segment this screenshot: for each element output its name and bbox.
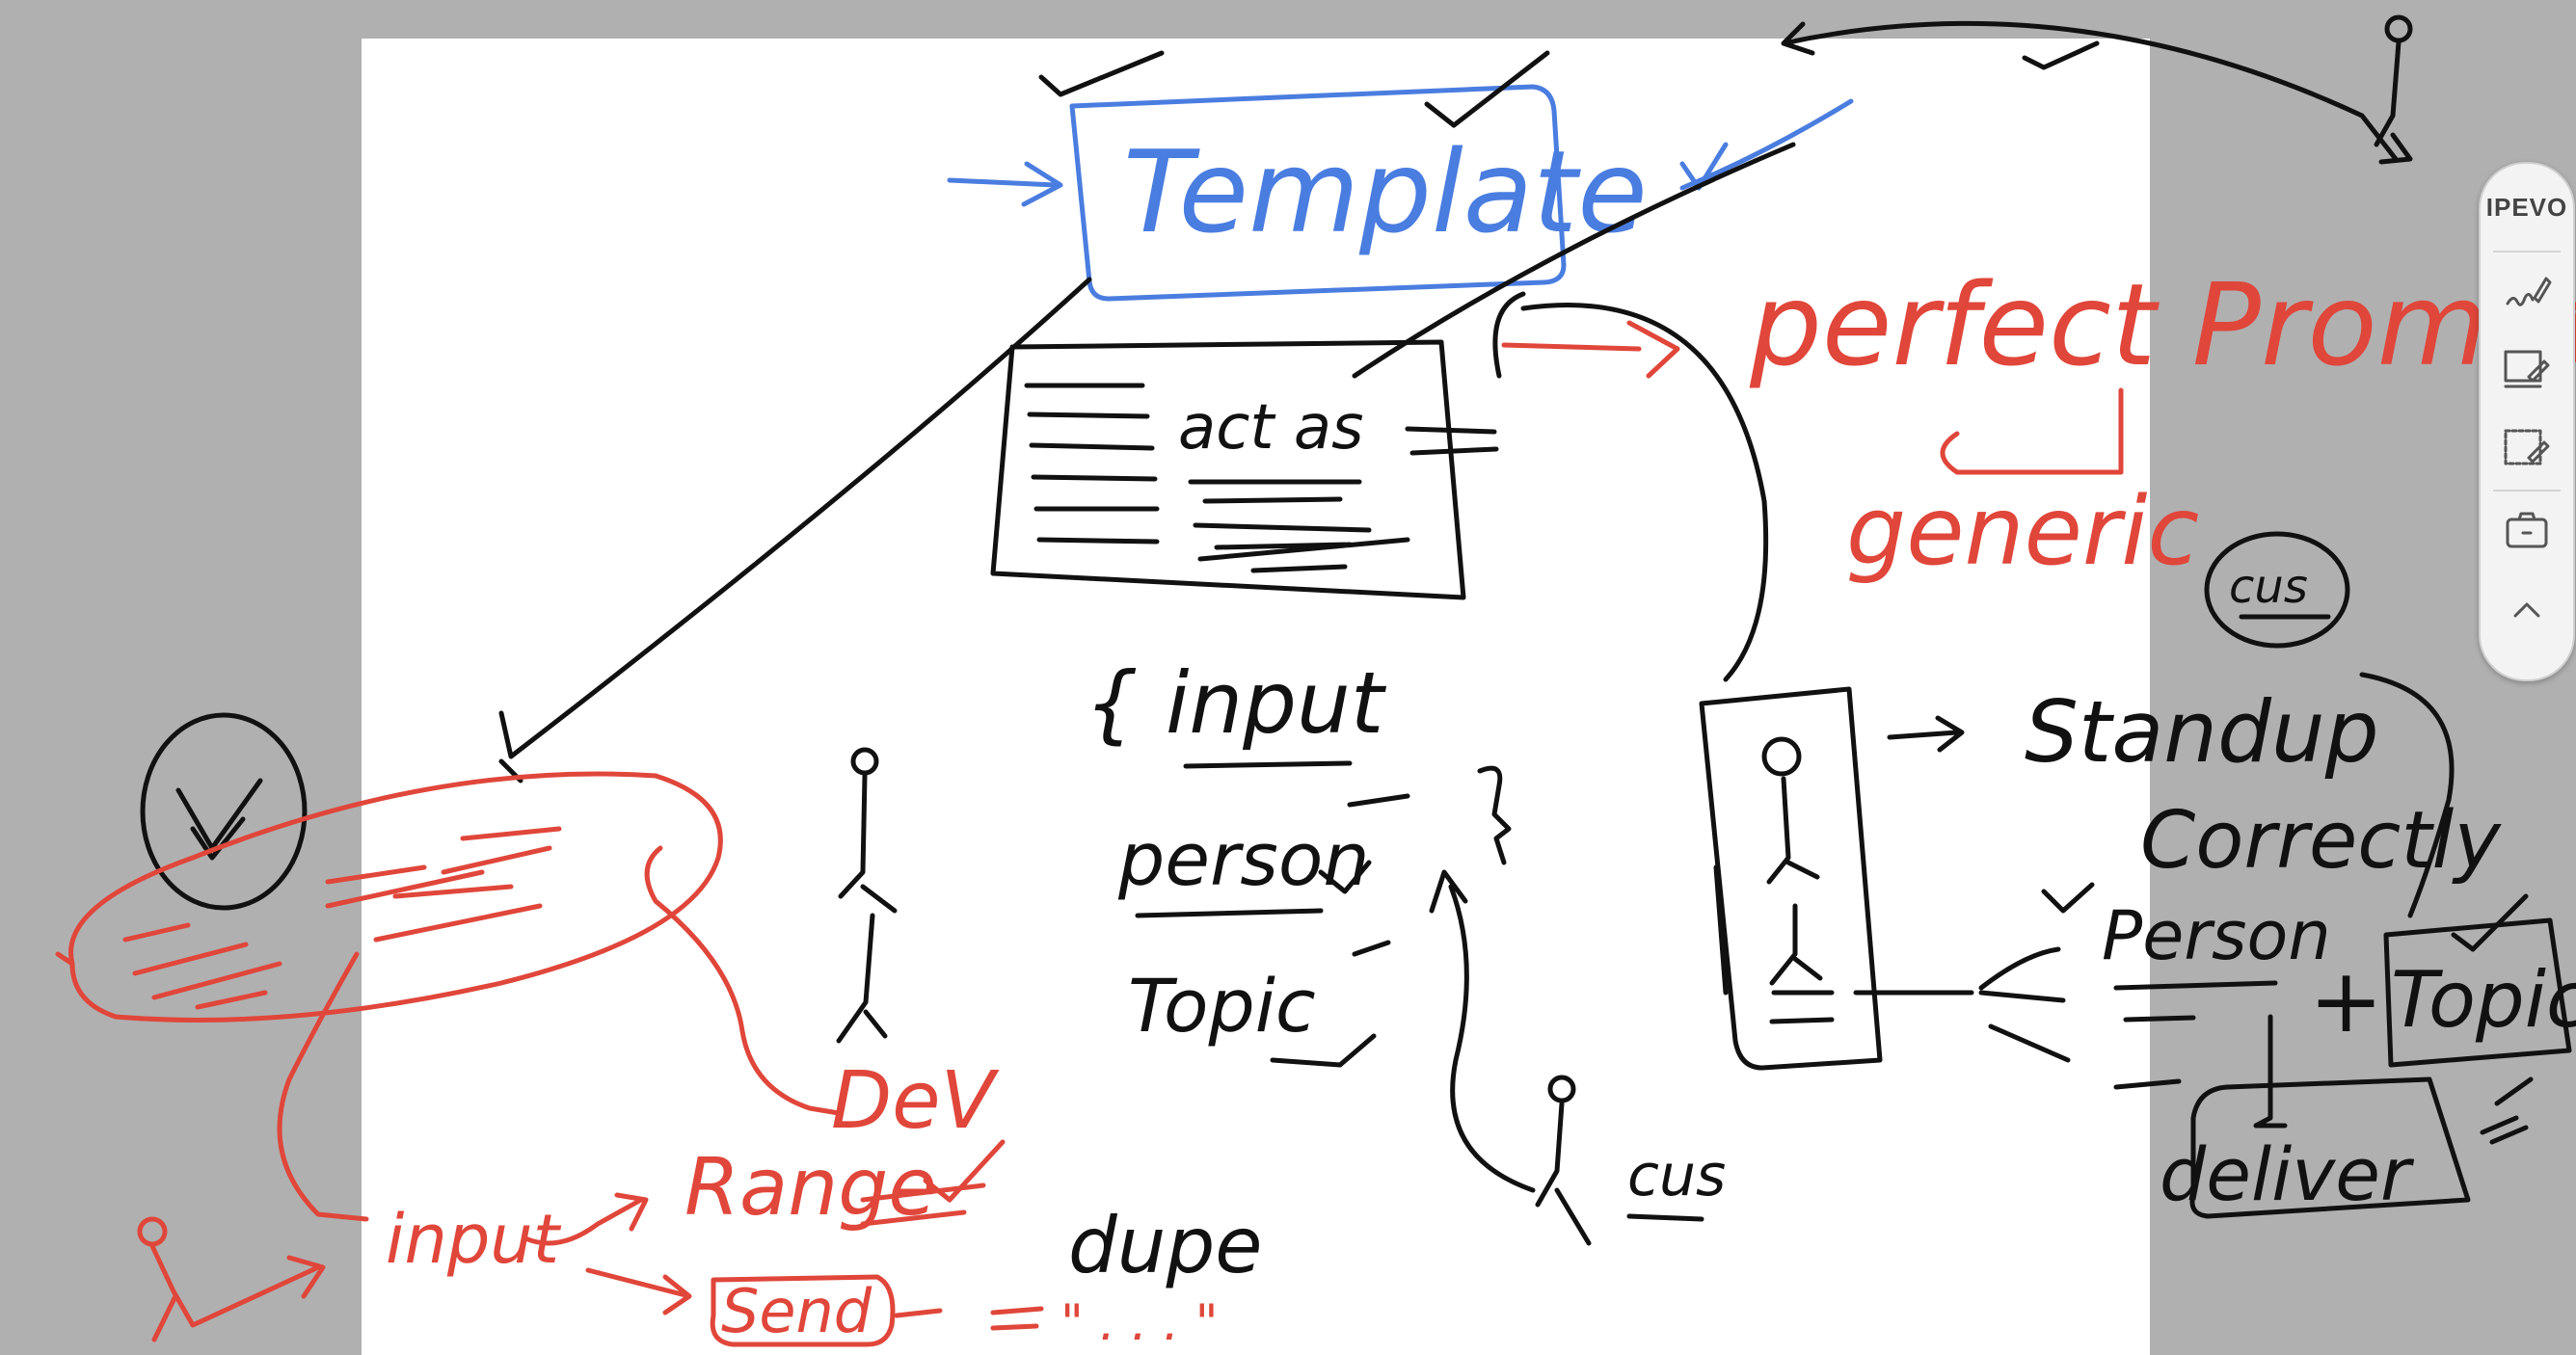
cus-figure-bottom: cus xyxy=(1535,1075,1726,1246)
camera-button[interactable] xyxy=(2481,492,2573,571)
topic-label: Topic xyxy=(1128,963,1316,1049)
dev-label: DeV xyxy=(831,1055,1000,1147)
perfect-prompt-bracket xyxy=(1940,387,2124,475)
capture-annotate-icon xyxy=(2504,429,2550,465)
input-to-send-arrow xyxy=(585,1267,692,1315)
perfect-prompt-arrow xyxy=(1501,320,1680,379)
toolbar-divider xyxy=(2493,251,2561,252)
red-bottom-flow: input Range Send " . . . " xyxy=(137,1139,1219,1352)
cus-circle-label: cus xyxy=(2229,560,2308,614)
dupe-label: dupe xyxy=(1068,1201,1262,1290)
input-to-range-arrow xyxy=(523,1192,649,1246)
standup-arrow xyxy=(1887,715,1965,753)
cus-circle-node: cus xyxy=(2204,531,2350,649)
cus-label: cus xyxy=(1627,1142,1726,1209)
toolbar-divider xyxy=(2493,490,2561,492)
generic-label: generic xyxy=(1846,477,2199,587)
send-label: Send xyxy=(721,1276,872,1346)
act-as-doc-lines-left xyxy=(1024,383,1160,545)
template-to-cus-line xyxy=(1492,291,1769,682)
perfect-prompt-node: perfect Prompt generic xyxy=(1501,258,2576,587)
red-ellipse-group: DeV xyxy=(55,771,1000,1222)
topic-check xyxy=(1270,940,1391,1068)
top-curve-arrow xyxy=(1781,20,2399,162)
range-check xyxy=(860,1139,1006,1227)
template-to-left-line xyxy=(498,277,1092,784)
check-mark-top-2 xyxy=(1424,50,1550,128)
ipevo-toolbar: IPEVO xyxy=(2479,162,2575,681)
cus-to-input-arrow xyxy=(1429,869,1536,1193)
deliver-box xyxy=(2189,1076,2471,1219)
collapse-toolbar-button[interactable] xyxy=(2481,571,2573,650)
check-mark-top-1 xyxy=(1038,50,1165,97)
whiteboard-annotate-icon xyxy=(2504,350,2550,388)
whiteboard-annotate-button[interactable] xyxy=(2481,332,2573,411)
quote-label: " . . . " xyxy=(1060,1294,1219,1352)
standup-fork xyxy=(1853,946,2071,1063)
person-to-deliver xyxy=(2253,1014,2288,1129)
send-arrow xyxy=(894,1306,1044,1331)
perfect-prompt-label: perfect Prompt xyxy=(1749,258,2576,391)
input-brace-label: { input xyxy=(1085,653,1387,753)
ipevo-brand: IPEVO xyxy=(2485,192,2568,222)
template-node: Template xyxy=(947,84,1854,302)
check-mark-top-3 xyxy=(2022,40,2100,70)
blue-check-mark xyxy=(1679,98,1854,191)
pen-tool-icon xyxy=(2506,277,2552,306)
input-brace-group: { input person Topic xyxy=(1085,653,1536,1193)
act-as-doc-box xyxy=(990,339,1466,600)
pen-tool-button[interactable] xyxy=(2481,252,2573,332)
dev-figure xyxy=(836,747,898,1044)
input-close-brace xyxy=(1477,765,1512,865)
red-ellipse xyxy=(68,771,723,1023)
person-label: person xyxy=(1117,816,1370,902)
person-figure-top-right xyxy=(2374,14,2413,165)
collapse-chevron-icon xyxy=(2513,602,2540,618)
standup-panel-box xyxy=(1699,686,1883,1071)
plus-label: + xyxy=(2309,949,2383,1052)
template-box xyxy=(1069,84,1567,302)
deliver-checks xyxy=(2480,1076,2534,1145)
topic-right-label: Topic xyxy=(2391,955,2576,1045)
template-to-right-line xyxy=(1352,142,1796,379)
equals-mark xyxy=(1405,426,1499,456)
person-right-label: Person xyxy=(2102,896,2331,975)
capture-annotate-button[interactable] xyxy=(2481,411,2573,490)
act-as-document: act as xyxy=(990,339,1499,600)
circled-check xyxy=(140,712,308,911)
red-loop-to-input xyxy=(277,951,369,1222)
act-as-doc-lines-right xyxy=(1188,479,1410,573)
standup-brace xyxy=(2359,672,2455,918)
person-check xyxy=(1135,860,1372,918)
correctly-label: Correctly xyxy=(2140,795,2502,887)
person-check-right xyxy=(2041,882,2095,914)
template-label: Template xyxy=(1123,125,1648,258)
template-arrow-in xyxy=(947,161,1063,207)
act-as-label: act as xyxy=(1178,392,1363,464)
standup-panel: Standup Correctly Person + Topic deliver xyxy=(1699,672,2576,1219)
camera-icon xyxy=(2506,512,2548,548)
red-loop-to-dev xyxy=(644,845,842,1116)
standup-label: Standup xyxy=(2025,682,2379,782)
input-dash xyxy=(1347,793,1410,808)
send-box xyxy=(710,1274,896,1347)
topic-check-right xyxy=(2451,893,2529,952)
deliver-label: deliver xyxy=(2160,1131,2415,1217)
